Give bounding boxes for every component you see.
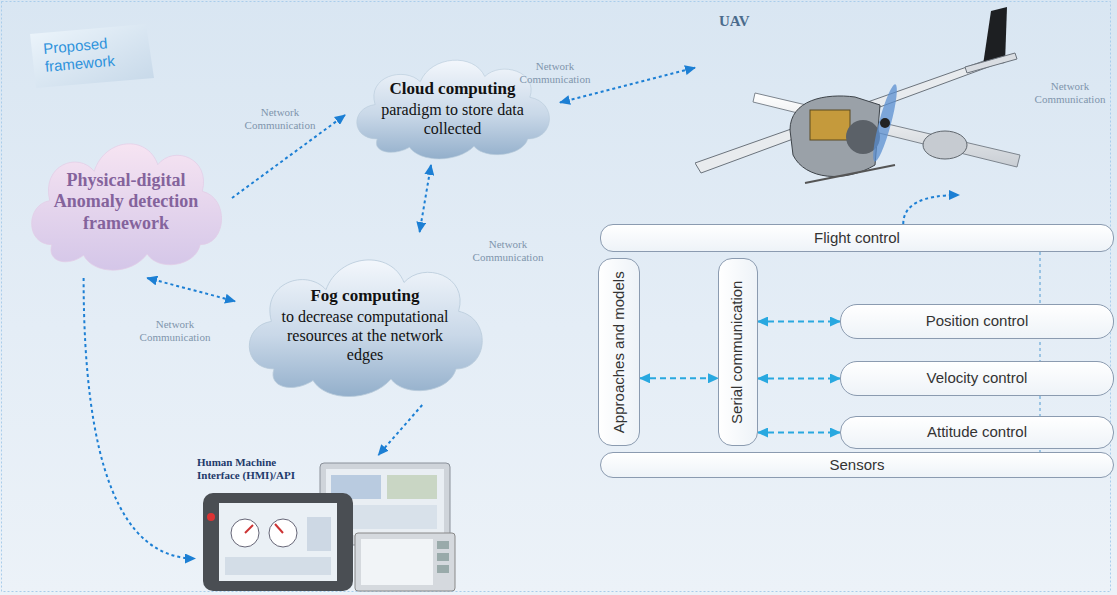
approaches-box: Approaches and models bbox=[598, 258, 640, 446]
edge-label: Network Communication bbox=[1030, 80, 1110, 105]
fog-computing-cloud: Fog computingto decrease computational r… bbox=[235, 232, 495, 405]
network-connector bbox=[758, 378, 840, 380]
cloud-computing-cloud: Cloud computingparadigm to store data co… bbox=[345, 40, 560, 165]
edge-label: Network Communication bbox=[135, 318, 215, 343]
node-heading: Position control bbox=[926, 313, 1029, 330]
control-box: Attitude control bbox=[840, 416, 1114, 449]
uav-node: UAV bbox=[695, 5, 1025, 195]
network-connector bbox=[903, 195, 959, 224]
network-connector bbox=[758, 432, 840, 434]
edge-label: Network Communication bbox=[240, 106, 320, 131]
flight-control-bar: Flight control bbox=[600, 224, 1114, 252]
node-heading: Physical-digital Anomaly detection frame… bbox=[46, 170, 206, 234]
network-connector bbox=[420, 165, 431, 232]
control-box: Velocity control bbox=[840, 361, 1114, 396]
hmi-node: Human Machine Interface (HMI)/API bbox=[195, 455, 457, 593]
node-heading: Cloud computing bbox=[389, 79, 515, 99]
edge-label: Network Communication bbox=[468, 238, 548, 263]
network-connector bbox=[640, 377, 718, 379]
control-box: Position control bbox=[840, 304, 1114, 339]
node-heading: Fog computing bbox=[310, 286, 419, 306]
node-heading: Approaches and models bbox=[611, 271, 628, 433]
node-body: to decrease computational resources at t… bbox=[269, 308, 461, 365]
node-heading: Serial communication bbox=[730, 280, 747, 423]
node-heading: Attitude control bbox=[927, 424, 1027, 441]
node-heading: Flight control bbox=[814, 230, 900, 247]
node-body: paradigm to store data collected bbox=[373, 101, 532, 139]
network-connector bbox=[758, 321, 840, 323]
node-heading: Human Machine Interface (HMI)/API bbox=[197, 456, 317, 481]
sensors-bar: Sensors bbox=[600, 452, 1114, 478]
network-connector bbox=[378, 405, 422, 455]
node-heading: Velocity control bbox=[927, 370, 1028, 387]
node-heading: UAV bbox=[719, 13, 779, 30]
uav-illustration bbox=[695, 5, 1025, 195]
network-connector bbox=[147, 278, 235, 301]
framework-cloud: Physical-digital Anomaly detection frame… bbox=[20, 118, 232, 278]
node-heading: Sensors bbox=[829, 457, 884, 474]
serial-box: Serial communication bbox=[718, 258, 758, 446]
edge-label: Network Communication bbox=[515, 60, 595, 85]
